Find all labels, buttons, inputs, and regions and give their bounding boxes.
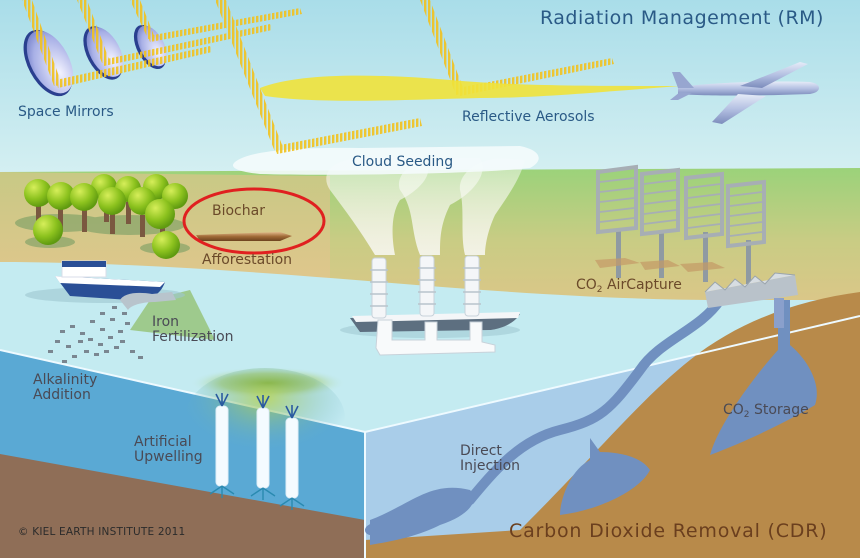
cloud bbox=[232, 146, 539, 175]
injection-line2: Injection bbox=[460, 457, 521, 474]
alkalinity-line1: Alkalinity bbox=[33, 372, 98, 388]
aerosol-trail bbox=[260, 75, 680, 101]
label-biochar: Biochar bbox=[212, 203, 265, 219]
boat bbox=[25, 260, 185, 310]
cdr-title: Carbon Dioxide Removal (CDR) bbox=[509, 520, 828, 542]
injection-line1: Direct bbox=[460, 443, 502, 459]
label-reflective-aerosols: Reflective Aerosols bbox=[462, 109, 595, 125]
upwelling-pipes bbox=[209, 393, 305, 510]
label-space-mirrors: Space Mirrors bbox=[18, 104, 114, 120]
co2-prefix: CO bbox=[576, 277, 597, 293]
biochar-log bbox=[196, 232, 292, 241]
sun-rays bbox=[22, 0, 614, 154]
label-direct-injection: Direct Injection bbox=[460, 444, 520, 473]
trees bbox=[15, 174, 190, 259]
aircapture-text: AirCapture bbox=[602, 277, 682, 293]
iron-line2: Fertilization bbox=[152, 328, 234, 345]
label-co2-aircapture: CO2 AirCapture bbox=[576, 278, 682, 295]
label-cloud-seeding: Cloud Seeding bbox=[352, 154, 454, 170]
co2-subscript: 2 bbox=[596, 285, 603, 295]
iron-line1: Iron bbox=[152, 314, 180, 330]
seeding-platform bbox=[340, 255, 520, 356]
upwelling-line1: Artificial bbox=[134, 434, 192, 450]
rm-title: Radiation Management (RM) bbox=[540, 7, 824, 29]
label-artificial-upwelling: Artificial Upwelling bbox=[134, 435, 203, 464]
biochar-highlight-circle bbox=[182, 187, 326, 255]
iron-particles bbox=[48, 306, 143, 363]
label-co2-storage: CO2 Storage bbox=[723, 403, 809, 420]
copyright-notice: © KIEL EARTH INSTITUTE 2011 bbox=[18, 526, 186, 538]
co2-prefix: CO bbox=[723, 402, 744, 418]
storage-text: Storage bbox=[749, 402, 809, 418]
label-iron-fertilization: Iron Fertilization bbox=[152, 315, 234, 344]
airplane bbox=[670, 62, 819, 124]
label-alkalinity-addition: Alkalinity Addition bbox=[33, 373, 97, 402]
alkalinity-line2: Addition bbox=[33, 386, 91, 403]
smoke-plumes bbox=[326, 156, 525, 255]
co2-subscript: 2 bbox=[743, 410, 750, 420]
label-afforestation: Afforestation bbox=[202, 252, 293, 268]
upwelling-line2: Upwelling bbox=[134, 448, 203, 465]
aircapture-units bbox=[595, 164, 798, 328]
